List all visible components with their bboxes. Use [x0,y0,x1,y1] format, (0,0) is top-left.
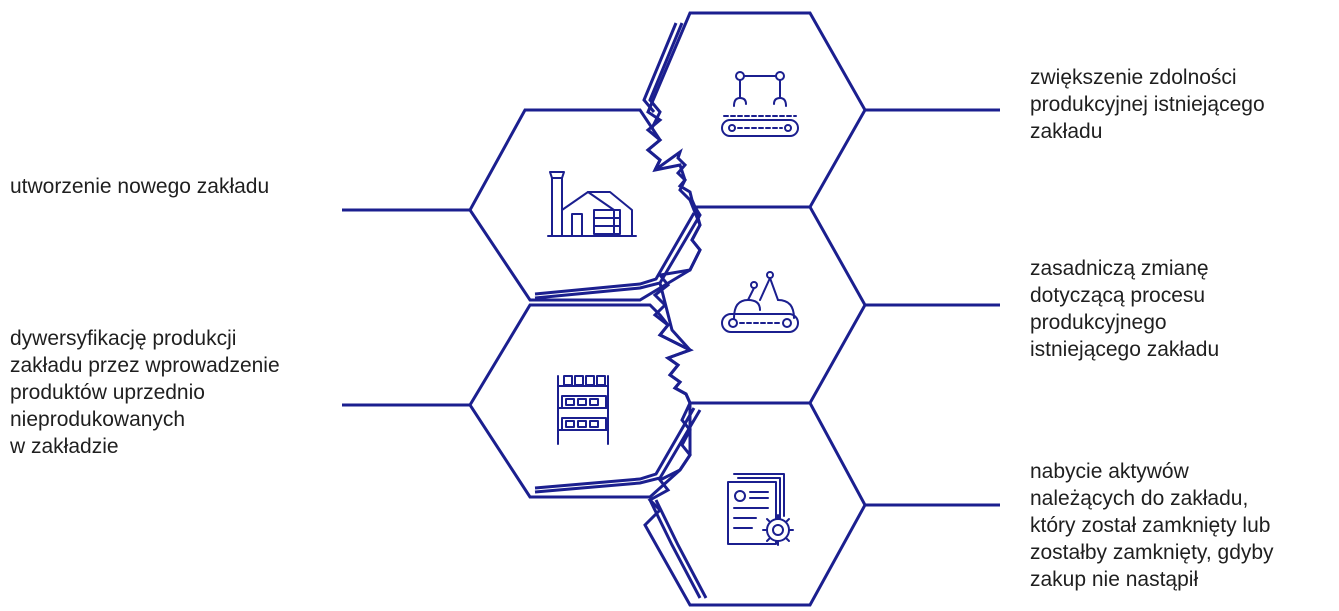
documents-gear-icon [727,473,794,546]
robot-arms-conveyor-icon [721,271,799,333]
label-capacity-increase: zwiększenie zdolności produkcyjnej istni… [1030,66,1265,143]
label-process-change: zasadniczą zmianę dotyczącą procesu prod… [1030,257,1220,361]
label-asset-acquisition: nabycie aktywów należących do zakładu, k… [1030,460,1274,591]
hexagon-diversification [468,303,694,499]
accent-stroke-mid-3 [658,282,692,352]
hexagon-asset-acquisition [643,401,867,607]
accent-stroke-top-2 [642,22,678,113]
robotic-conveyor-icon [721,71,799,137]
hexagon-capacity-increase [645,11,867,209]
accent-stroke-low-1 [534,409,702,494]
accent-stroke-low-2 [534,407,696,490]
accent-stroke-mid-1 [534,206,702,300]
accent-stroke-low-3 [648,499,702,599]
accent-stroke-top [648,22,684,129]
factory-icon [547,171,637,237]
label-new-plant: utworzenie nowego zakładu [10,175,270,198]
warehouse-shelves-icon [557,375,609,445]
accent-stroke-mid-2 [534,212,696,296]
accent-stroke-low-4 [654,499,708,599]
label-diversification: dywersyfikację produkcji zakładu przez w… [10,327,280,458]
hexagon-new-plant [468,108,702,302]
